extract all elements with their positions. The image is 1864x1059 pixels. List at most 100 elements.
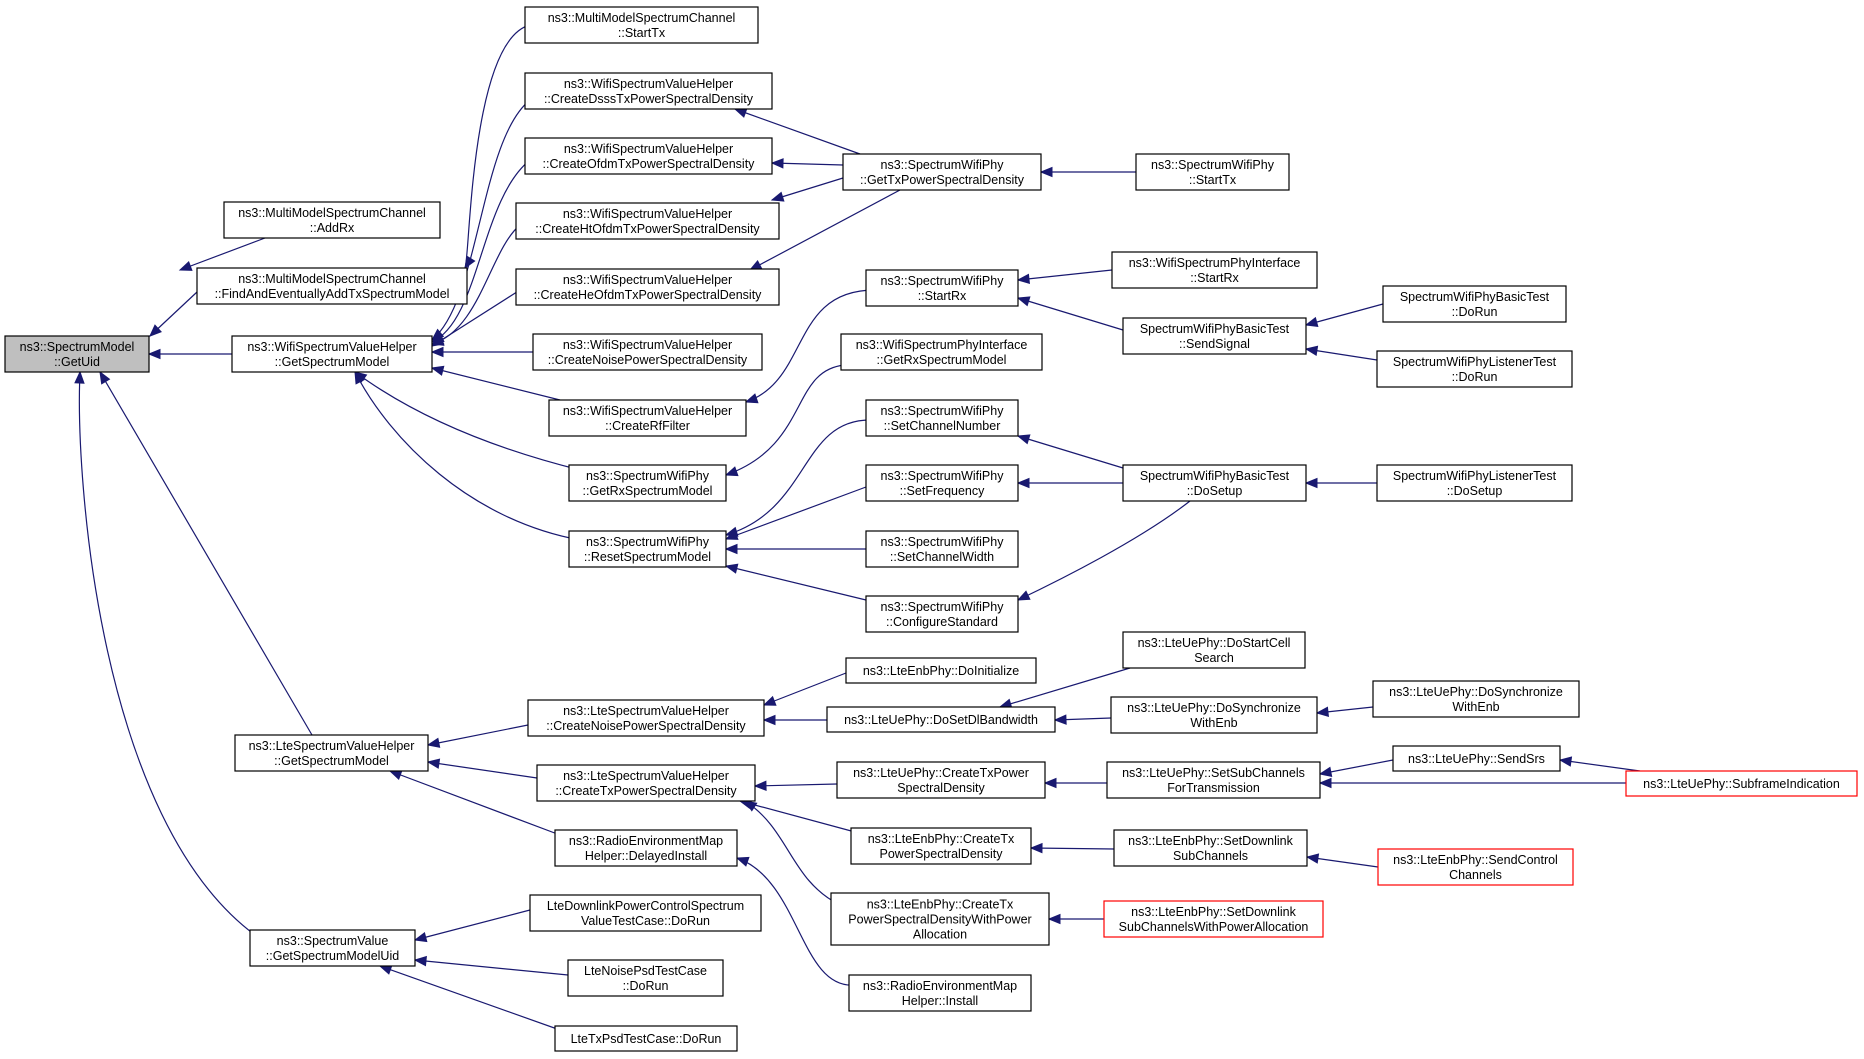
node-ltedl_dorun[interactable]: LteDownlinkPowerControlSpectrumValueTest… bbox=[529, 894, 762, 932]
node-box[interactable] bbox=[1625, 770, 1858, 797]
node-box[interactable] bbox=[865, 399, 1019, 437]
node-box[interactable] bbox=[848, 974, 1032, 1012]
node-box[interactable] bbox=[536, 764, 756, 802]
node-getuid[interactable]: ns3::SpectrumModel::GetUid bbox=[4, 335, 150, 373]
node-wsvh_ht[interactable]: ns3::WifiSpectrumValueHelper::CreateHtOf… bbox=[515, 202, 780, 240]
node-box[interactable] bbox=[850, 827, 1032, 865]
node-swplt_dorun[interactable]: SpectrumWifiPhyListenerTest::DoRun bbox=[1376, 350, 1573, 388]
node-swpbt_setup[interactable]: SpectrumWifiPhyBasicTest::DoSetup bbox=[1122, 464, 1307, 502]
node-box[interactable] bbox=[234, 734, 429, 772]
node-box[interactable] bbox=[196, 267, 468, 305]
node-box[interactable] bbox=[532, 333, 763, 371]
node-box[interactable] bbox=[529, 894, 762, 932]
node-box[interactable] bbox=[548, 399, 747, 437]
node-wsvh_gsm[interactable]: ns3::WifiSpectrumValueHelper::GetSpectru… bbox=[231, 335, 433, 373]
node-swp_reset[interactable]: ns3::SpectrumWifiPhy::ResetSpectrumModel bbox=[568, 530, 727, 568]
node-ltetx_dorun[interactable]: LteTxPsdTestCase::DoRun bbox=[554, 1025, 738, 1052]
node-sv_gsmu[interactable]: ns3::SpectrumValue::GetSpectrumModelUid bbox=[249, 929, 416, 967]
node-box[interactable] bbox=[515, 268, 780, 306]
node-lsvh_noise[interactable]: ns3::LteSpectrumValueHelper::CreateNoise… bbox=[527, 699, 765, 737]
node-mm_addrx[interactable]: ns3::MultiModelSpectrumChannel::AddRx bbox=[223, 201, 441, 239]
node-rem_delayed[interactable]: ns3::RadioEnvironmentMapHelper::DelayedI… bbox=[554, 829, 738, 867]
node-box[interactable] bbox=[1376, 350, 1573, 388]
node-box[interactable] bbox=[231, 335, 433, 373]
node-box[interactable] bbox=[554, 829, 738, 867]
node-box[interactable] bbox=[1135, 153, 1290, 191]
node-box[interactable] bbox=[1103, 900, 1324, 938]
node-box[interactable] bbox=[515, 202, 780, 240]
node-swp_setwidth[interactable]: ns3::SpectrumWifiPhy::SetChannelWidth bbox=[865, 530, 1019, 568]
node-box[interactable] bbox=[1377, 848, 1574, 886]
node-enb_createtxwpa[interactable]: ns3::LteEnbPhy::CreateTxPowerSpectralDen… bbox=[830, 892, 1050, 946]
node-ltenoise_dorun[interactable]: LteNoisePsdTestCase::DoRun bbox=[567, 959, 724, 997]
node-swp_setch[interactable]: ns3::SpectrumWifiPhy::SetChannelNumber bbox=[865, 399, 1019, 437]
node-box[interactable] bbox=[840, 333, 1043, 371]
node-lsvh_tx[interactable]: ns3::LteSpectrumValueHelper::CreateTxPow… bbox=[536, 764, 756, 802]
node-wspi_getrx[interactable]: ns3::WifiSpectrumPhyInterface::GetRxSpec… bbox=[840, 333, 1043, 371]
node-wsvh_rf[interactable]: ns3::WifiSpectrumValueHelper::CreateRfFi… bbox=[548, 399, 747, 437]
node-box[interactable] bbox=[1111, 251, 1318, 289]
node-mm_starttx[interactable]: ns3::MultiModelSpectrumChannel::StartTx bbox=[524, 6, 759, 44]
node-enb_createtx[interactable]: ns3::LteEnbPhy::CreateTxPowerSpectralDen… bbox=[850, 827, 1032, 865]
node-box[interactable] bbox=[527, 699, 765, 737]
node-ue_dosetdl[interactable]: ns3::LteUePhy::DoSetDlBandwidth bbox=[826, 706, 1056, 733]
node-swpbt_dorun[interactable]: SpectrumWifiPhyBasicTest::DoRun bbox=[1382, 285, 1567, 323]
node-box[interactable] bbox=[865, 530, 1019, 568]
node-swp_starttx[interactable]: ns3::SpectrumWifiPhy::StartTx bbox=[1135, 153, 1290, 191]
node-box[interactable] bbox=[1382, 285, 1567, 323]
node-box[interactable] bbox=[830, 892, 1050, 946]
node-box[interactable] bbox=[826, 706, 1056, 733]
node-box[interactable] bbox=[568, 530, 727, 568]
node-enb_setdlwpa[interactable]: ns3::LteEnbPhy::SetDownlinkSubChannelsWi… bbox=[1103, 900, 1324, 938]
node-ue_sendsrs[interactable]: ns3::LteUePhy::SendSrs bbox=[1392, 745, 1561, 772]
node-box[interactable] bbox=[554, 1025, 738, 1052]
node-box[interactable] bbox=[842, 153, 1042, 191]
node-wsvh_ofdm[interactable]: ns3::WifiSpectrumValueHelper::CreateOfdm… bbox=[524, 137, 773, 175]
node-swp_gettxpsd[interactable]: ns3::SpectrumWifiPhy::GetTxPowerSpectral… bbox=[842, 153, 1042, 191]
node-box[interactable] bbox=[1122, 464, 1307, 502]
node-wspi_startrx[interactable]: ns3::WifiSpectrumPhyInterface::StartRx bbox=[1111, 251, 1318, 289]
node-box[interactable] bbox=[249, 929, 416, 967]
node-box[interactable] bbox=[1113, 829, 1308, 867]
node-box[interactable] bbox=[836, 761, 1046, 799]
node-box[interactable] bbox=[1122, 317, 1307, 355]
node-wsvh_he[interactable]: ns3::WifiSpectrumValueHelper::CreateHeOf… bbox=[515, 268, 780, 306]
node-box[interactable] bbox=[524, 137, 773, 175]
node-wsvh_dsss[interactable]: ns3::WifiSpectrumValueHelper::CreateDsss… bbox=[524, 72, 773, 110]
node-box[interactable] bbox=[1376, 464, 1573, 502]
node-box[interactable] bbox=[1122, 631, 1306, 669]
node-box[interactable] bbox=[567, 959, 724, 997]
node-swp_startrx[interactable]: ns3::SpectrumWifiPhy::StartRx bbox=[865, 269, 1019, 307]
node-mm_find[interactable]: ns3::MultiModelSpectrumChannel::FindAndE… bbox=[196, 267, 468, 305]
node-box[interactable] bbox=[1372, 680, 1580, 718]
node-box[interactable] bbox=[1106, 761, 1321, 799]
node-box[interactable] bbox=[568, 464, 727, 502]
node-box[interactable] bbox=[865, 269, 1019, 307]
node-box[interactable] bbox=[1392, 745, 1561, 772]
node-box[interactable] bbox=[524, 72, 773, 110]
node-ue_createtx[interactable]: ns3::LteUePhy::CreateTxPowerSpectralDens… bbox=[836, 761, 1046, 799]
node-swp_setfreq[interactable]: ns3::SpectrumWifiPhy::SetFrequency bbox=[865, 464, 1019, 502]
node-box[interactable] bbox=[865, 464, 1019, 502]
node-swpbt_send[interactable]: SpectrumWifiPhyBasicTest::SendSignal bbox=[1122, 317, 1307, 355]
node-lsvh_gsm[interactable]: ns3::LteSpectrumValueHelper::GetSpectrum… bbox=[234, 734, 429, 772]
node-box[interactable] bbox=[4, 335, 150, 373]
node-box[interactable] bbox=[223, 201, 441, 239]
node-swplt_setup[interactable]: SpectrumWifiPhyListenerTest::DoSetup bbox=[1376, 464, 1573, 502]
node-swp_getrx[interactable]: ns3::SpectrumWifiPhy::GetRxSpectrumModel bbox=[568, 464, 727, 502]
node-enb_doinit[interactable]: ns3::LteEnbPhy::DoInitialize bbox=[845, 657, 1037, 684]
node-box[interactable] bbox=[845, 657, 1037, 684]
node-box[interactable] bbox=[1110, 696, 1318, 734]
node-ue_setsub[interactable]: ns3::LteUePhy::SetSubChannelsForTransmis… bbox=[1106, 761, 1321, 799]
node-box[interactable] bbox=[524, 6, 759, 44]
node-ue_subframe[interactable]: ns3::LteUePhy::SubframeIndication bbox=[1625, 770, 1858, 797]
node-wsvh_noise[interactable]: ns3::WifiSpectrumValueHelper::CreateNois… bbox=[532, 333, 763, 371]
node-box[interactable] bbox=[865, 595, 1019, 633]
node-swp_config[interactable]: ns3::SpectrumWifiPhy::ConfigureStandard bbox=[865, 595, 1019, 633]
